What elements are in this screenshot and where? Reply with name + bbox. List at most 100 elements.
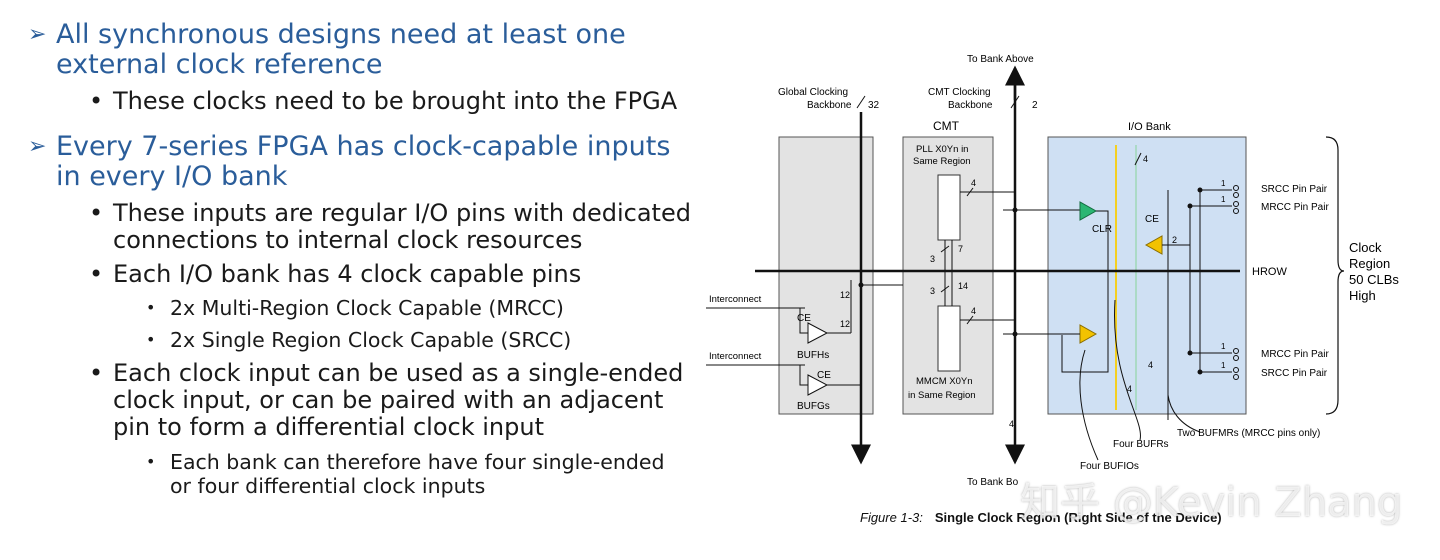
bullet-line: Each I/O bank has 4 clock capable pins (113, 260, 582, 288)
cmt-clocking-label: CMT Clocking (928, 87, 991, 98)
mmcm-block (937, 305, 961, 372)
pin-icon (1233, 374, 1239, 380)
interconnect-label-2: Interconnect (709, 351, 762, 362)
bus-slash (940, 245, 950, 253)
n7-label: 7 (958, 244, 963, 254)
pll-block (937, 174, 961, 241)
bullet-srcc: • 2x Single Region Clock Capable (SRCC) (146, 328, 572, 352)
bullet-line: Each clock input can be used as a single… (113, 359, 684, 387)
n4-io-bot-2: 4 (1127, 384, 1132, 394)
bullet-synchronous-designs: ➢ All synchronous designs need at least … (28, 19, 626, 80)
clock-region-label-4: High (1349, 288, 1376, 303)
n2-io: 2 (1172, 235, 1177, 245)
bullet-line: All synchronous designs need at least on… (56, 19, 626, 50)
global-clocking-box (778, 136, 874, 415)
dot-bullet-icon: • (146, 452, 156, 471)
pin-icon (1233, 201, 1239, 207)
junction-dot (1197, 187, 1203, 193)
two-bufmrs-label: Two BUFMRs (MRCC pins only) (1177, 428, 1320, 439)
ce-label-bufg: CE (817, 370, 831, 381)
interconnect-label-1: Interconnect (709, 294, 762, 305)
ce-label-bufh: CE (797, 313, 811, 324)
clock-region-label-2: Region (1349, 256, 1390, 271)
pin-icon (1233, 192, 1239, 198)
n12-label-2: 12 (840, 319, 850, 329)
junction-dot (858, 282, 864, 288)
n4-cmt-bot: 4 (1009, 419, 1014, 429)
pll-label-1: PLL X0Yn in (916, 144, 968, 155)
bullet-line: external clock reference (56, 49, 383, 80)
bullet-line: These clocks need to be brought into the… (113, 87, 678, 115)
bufr-green-icon (1079, 201, 1098, 221)
n1-label: 1 (1221, 361, 1226, 370)
io-bank-label: I/O Bank (1128, 121, 1171, 133)
junction-dot (1197, 369, 1203, 375)
bullet-line: 2x Single Region Clock Capable (SRCC) (170, 328, 572, 352)
srcc-bot-label: SRCC Pin Pair (1261, 368, 1328, 379)
pin-icon (1233, 367, 1239, 373)
bullet-line: clock input, or can be paired with an ad… (113, 386, 664, 414)
gc-width-label: 32 (868, 100, 880, 111)
dot-bullet-icon: • (146, 298, 156, 317)
pin-icon (1233, 348, 1239, 354)
bus-slash (940, 285, 950, 293)
bufmr-callout (1167, 394, 1201, 433)
n3-label-2: 3 (930, 286, 935, 296)
bullet-four-inputs: • Each bank can therefore have four sing… (146, 450, 665, 498)
figure-title: Single Clock Region (Right Side of the D… (934, 510, 1222, 525)
n1-label: 1 (1221, 195, 1226, 204)
dot-bullet-icon: • (89, 359, 104, 387)
bus-slash (1134, 152, 1142, 166)
bufio-callout (1079, 349, 1099, 461)
bufh-feed (799, 308, 808, 334)
arrow-bullet-icon: ➢ (28, 134, 47, 159)
mmcm-label-2: in Same Region (908, 390, 976, 401)
cmt-title: CMT (933, 119, 960, 133)
pin-icon (1233, 355, 1239, 361)
cmt-width-label: 2 (1032, 100, 1038, 111)
bullet-regular-io-pins: • These inputs are regular I/O pins with… (89, 199, 691, 254)
bufg-feed (799, 365, 808, 386)
to-bank-below-label: To Bank Bo (967, 477, 1019, 488)
srcc-top-label: SRCC Pin Pair (1261, 184, 1328, 195)
clr-label: CLR (1092, 224, 1112, 235)
bufhs-label: BUFHs (797, 350, 829, 361)
dot-bullet-icon: • (89, 87, 104, 115)
junction-dot (1187, 350, 1193, 356)
clock-region-brace (1325, 136, 1345, 415)
bullet-line: pin to form a differential clock input (113, 413, 544, 441)
bullet-four-clock-pins: • Each I/O bank has 4 clock capable pins (89, 260, 582, 288)
four-bufios-label: Four BUFIOs (1080, 461, 1139, 472)
junction-dot (1187, 203, 1193, 209)
bus-slash (966, 315, 974, 325)
mmcm-label-1: MMCM X0Yn (916, 376, 972, 387)
bullet-clock-capable-inputs: ➢ Every 7-series FPGA has clock-capable … (28, 132, 670, 192)
bus-slash (1010, 95, 1020, 109)
bullet-line: These inputs are regular I/O pins with d… (113, 199, 691, 227)
junction-dot (1012, 331, 1018, 337)
dot-bullet-icon: • (89, 260, 104, 288)
n1-label: 1 (1221, 342, 1226, 351)
dot-bullet-icon: • (146, 330, 156, 349)
bullet-line: or four differential clock inputs (170, 474, 486, 498)
n4-mmcm: 4 (971, 306, 976, 316)
mrcc-bot-label: MRCC Pin Pair (1261, 349, 1329, 360)
clock-region-diagram: To Bank Above Global Clocking Backbone 3… (706, 54, 1399, 488)
bufgs-label: BUFGs (797, 401, 830, 412)
bufr-out (1061, 210, 1109, 373)
n4-pll: 4 (971, 178, 976, 188)
figure-caption: Figure 1-3:Single Clock Region (Right Si… (860, 510, 1222, 525)
bullet-line: Each bank can therefore have four single… (170, 450, 665, 474)
n14-label: 14 (958, 281, 968, 291)
to-bank-above-label: To Bank Above (967, 54, 1034, 65)
bullet-line: connections to internal clock resources (113, 226, 583, 254)
junction-dot (1012, 207, 1018, 213)
clock-region-label-1: Clock (1349, 240, 1382, 255)
n3-label-1: 3 (930, 254, 935, 264)
hrow-label: HROW (1252, 266, 1287, 278)
bullet-mrcc: • 2x Multi-Region Clock Capable (MRCC) (146, 296, 564, 320)
pin-icon (1233, 208, 1239, 214)
cmt-backbone-label: Backbone (948, 100, 993, 111)
global-clocking-label: Global Clocking (778, 87, 848, 98)
